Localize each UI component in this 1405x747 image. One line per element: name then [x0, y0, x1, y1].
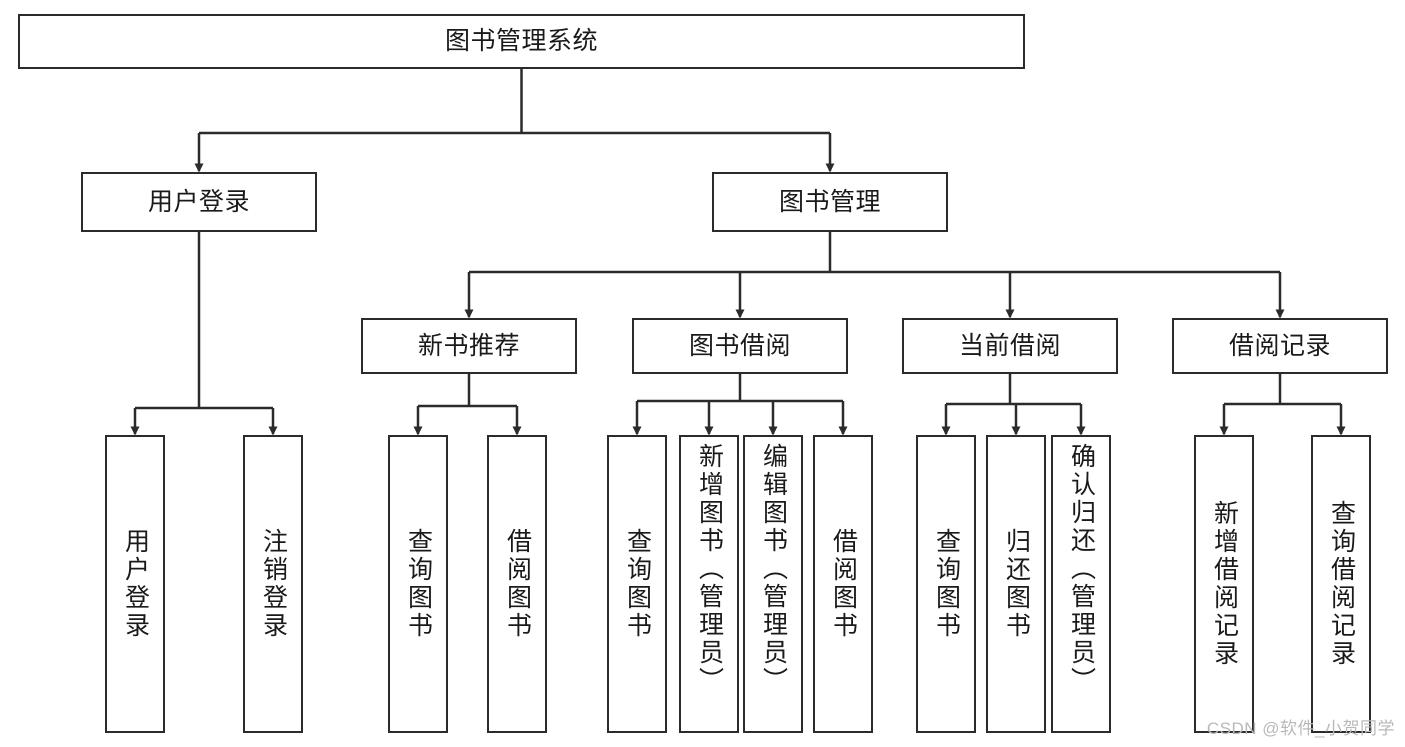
node-label-leaf-user-login: 用户登录	[121, 528, 150, 640]
node-label-leaf-query-book-borrow: 查询图书	[623, 528, 652, 640]
node-label-book-manage: 图书管理	[778, 187, 881, 216]
node-leaf-add-book-admin[interactable]: 新增图书（管理员）	[679, 435, 739, 733]
node-leaf-query-borrow-record[interactable]: 查询借阅记录	[1311, 435, 1371, 733]
node-label-leaf-edit-book-admin: 编辑图书（管理员）	[759, 443, 788, 695]
node-leaf-confirm-return-admin[interactable]: 确认归还（管理员）	[1051, 435, 1111, 733]
node-leaf-borrow-book[interactable]: 借阅图书	[813, 435, 873, 733]
node-leaf-return-book[interactable]: 归还图书	[986, 435, 1046, 733]
node-label-root: 图书管理系统	[444, 27, 598, 56]
node-label-new-book-recommend: 新书推荐	[417, 331, 520, 360]
node-label-current-borrow: 当前借阅	[958, 331, 1061, 360]
node-label-book-borrow: 图书借阅	[688, 331, 791, 360]
node-label-borrow-record: 借阅记录	[1228, 331, 1331, 360]
node-label-leaf-borrow-book: 借阅图书	[829, 528, 858, 640]
node-leaf-user-login[interactable]: 用户登录	[105, 435, 165, 733]
node-label-user-login: 用户登录	[147, 187, 250, 216]
node-root[interactable]: 图书管理系统	[18, 14, 1025, 69]
node-label-leaf-borrow-book-recommend: 借阅图书	[503, 528, 532, 640]
node-leaf-edit-book-admin[interactable]: 编辑图书（管理员）	[743, 435, 803, 733]
node-borrow-record[interactable]: 借阅记录	[1172, 318, 1388, 374]
node-user-login[interactable]: 用户登录	[81, 172, 317, 232]
node-label-leaf-return-book: 归还图书	[1002, 528, 1031, 640]
node-current-borrow[interactable]: 当前借阅	[902, 318, 1118, 374]
node-label-leaf-query-book-current: 查询图书	[932, 528, 961, 640]
connector-lines	[130, 69, 1346, 436]
node-label-leaf-logout-login: 注销登录	[259, 528, 288, 640]
node-label-leaf-query-book-recommend: 查询图书	[404, 528, 433, 640]
node-label-leaf-add-borrow-record: 新增借阅记录	[1210, 500, 1239, 668]
node-new-book-recommend[interactable]: 新书推荐	[361, 318, 577, 374]
node-label-leaf-confirm-return-admin: 确认归还（管理员）	[1067, 443, 1096, 695]
node-leaf-logout-login[interactable]: 注销登录	[243, 435, 303, 733]
node-label-leaf-add-book-admin: 新增图书（管理员）	[695, 443, 724, 695]
node-leaf-add-borrow-record[interactable]: 新增借阅记录	[1194, 435, 1254, 733]
node-leaf-query-book-borrow[interactable]: 查询图书	[607, 435, 667, 733]
node-leaf-query-book-recommend[interactable]: 查询图书	[388, 435, 448, 733]
node-leaf-query-book-current[interactable]: 查询图书	[916, 435, 976, 733]
node-book-borrow[interactable]: 图书借阅	[632, 318, 848, 374]
node-book-manage[interactable]: 图书管理	[712, 172, 948, 232]
node-label-leaf-query-borrow-record: 查询借阅记录	[1327, 500, 1356, 668]
node-leaf-borrow-book-recommend[interactable]: 借阅图书	[487, 435, 547, 733]
